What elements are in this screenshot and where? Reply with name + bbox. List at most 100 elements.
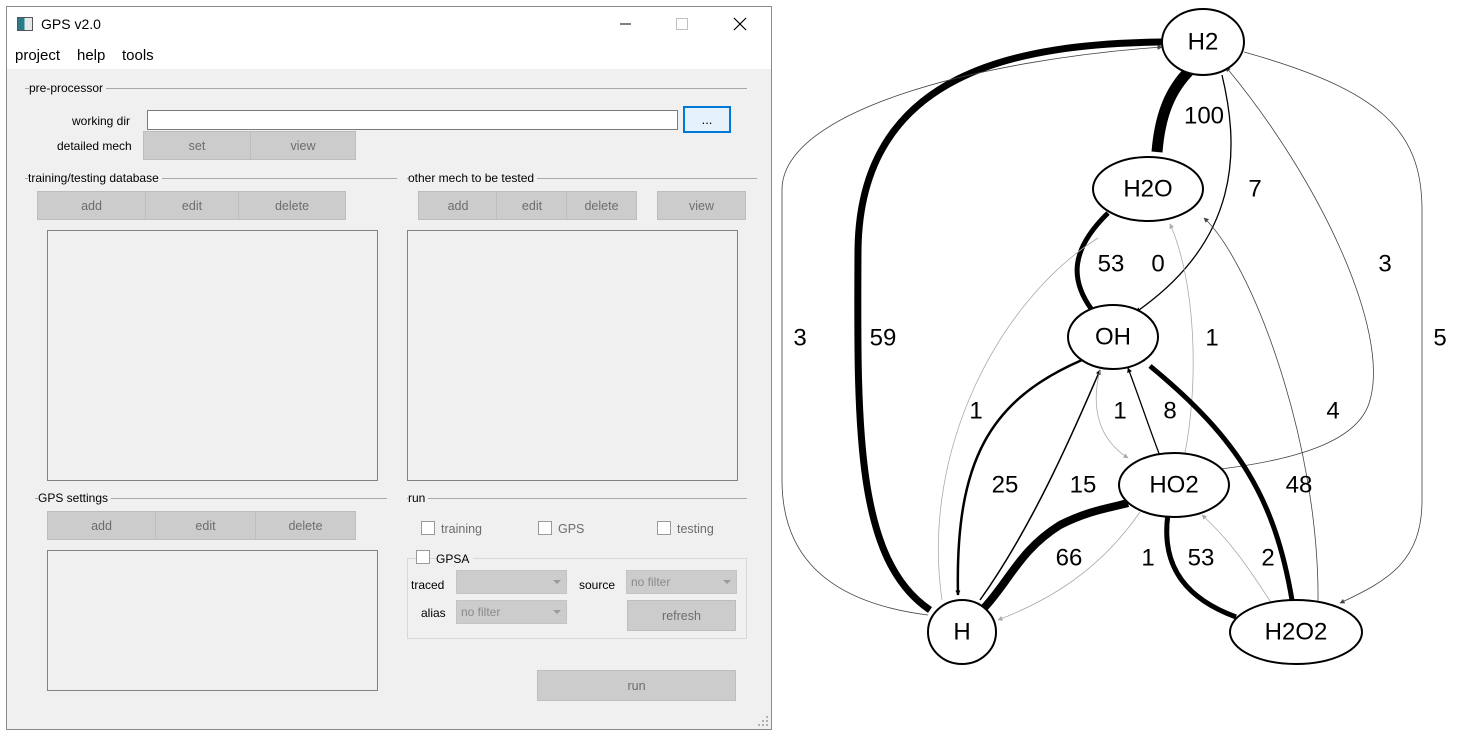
edge-h2-h	[854, 38, 1163, 613]
other-mech-view-button[interactable]: view	[657, 191, 746, 220]
run-button[interactable]: run	[537, 670, 736, 701]
edge-label-h2-oh: 7	[1248, 176, 1261, 203]
reaction-path-graph: H2 H2O OH HO2 H H2O2 100 59 7 3 5 3 53 0…	[781, 8, 1447, 665]
edge-h2o2-oh	[1148, 364, 1295, 601]
chevron-down-icon	[723, 580, 731, 584]
pre-processor-divider	[25, 88, 747, 89]
other-mech-list[interactable]	[407, 230, 738, 481]
pre-processor-title: pre-processor	[29, 81, 107, 95]
title-bar[interactable]: GPS v2.0	[7, 7, 771, 41]
edge-label-ho2-h2o: 1	[1205, 325, 1218, 352]
menu-project[interactable]: project	[15, 47, 61, 64]
edge-label-oh-h: 25	[992, 472, 1019, 499]
minimize-icon	[620, 23, 631, 25]
edge-label-h2-h2o2: 5	[1433, 325, 1446, 352]
gpsa-checkbox[interactable]	[416, 550, 430, 564]
edge-label-h-oh: 0	[1151, 251, 1164, 278]
set-mech-button[interactable]: set	[143, 131, 251, 160]
gpsa-label: GPSA	[436, 552, 474, 566]
edge-label-ho2-h2o2: 53	[1188, 545, 1215, 572]
edge-ho2-h	[997, 511, 1141, 621]
node-ho2-label: HO2	[1149, 472, 1198, 499]
gps-settings-divider	[35, 498, 387, 499]
training-db-list[interactable]	[47, 230, 378, 481]
edge-h2o2-h2o	[1203, 217, 1319, 605]
training-checkbox[interactable]	[421, 521, 435, 535]
testing-checkbox[interactable]	[657, 521, 671, 535]
working-dir-label: working dir	[72, 114, 131, 128]
edge-label-ho2-oh: 8	[1163, 398, 1176, 425]
view-mech-button[interactable]: view	[250, 131, 356, 160]
gps-settings-delete-button[interactable]: delete	[255, 511, 356, 540]
edge-oh-ho2	[1095, 369, 1129, 459]
edge-label-h-oh-15: 15	[1070, 472, 1097, 499]
node-h2: H2	[1161, 8, 1245, 76]
other-mech-add-button[interactable]: add	[418, 191, 498, 220]
menu-tools[interactable]: tools	[122, 47, 154, 64]
resize-grip-icon[interactable]	[757, 715, 769, 727]
edge-ho2-h2o	[1169, 223, 1194, 459]
run-title: run	[408, 491, 429, 505]
traced-select[interactable]	[456, 570, 567, 594]
gps-settings-list[interactable]	[47, 550, 378, 691]
edge-ho2-h2	[1211, 66, 1374, 471]
other-mech-edit-button[interactable]: edit	[496, 191, 568, 220]
app-icon	[17, 17, 33, 31]
node-oh: OH	[1067, 304, 1159, 370]
training-add-button[interactable]: add	[37, 191, 146, 220]
edge-label-ho2-h2: 3	[1378, 251, 1391, 278]
edge-oh-h	[955, 358, 1083, 596]
chevron-down-icon	[553, 610, 561, 614]
close-icon	[733, 17, 747, 31]
other-mech-delete-button[interactable]: delete	[566, 191, 637, 220]
window-title: GPS v2.0	[41, 16, 101, 32]
edge-h2o2-ho2	[1201, 514, 1273, 605]
refresh-button[interactable]: refresh	[627, 600, 736, 631]
node-h2-label: H2	[1188, 29, 1219, 56]
edge-h2-h2o2	[1243, 51, 1423, 604]
edge-h2-oh	[1135, 74, 1232, 313]
edge-h-h2	[781, 44, 1163, 616]
menu-help[interactable]: help	[77, 47, 106, 64]
other-mech-divider	[407, 178, 757, 179]
source-label: source	[579, 578, 616, 592]
gps-window: GPS v2.0 project help tools pre-processo…	[6, 6, 772, 730]
edge-label-ho2-h: 1	[1141, 545, 1154, 572]
detailed-mech-label: detailed mech	[57, 139, 132, 153]
edge-ho2-oh	[1127, 367, 1161, 457]
browse-button[interactable]: ...	[683, 106, 731, 133]
traced-label: traced	[411, 578, 445, 592]
gps-settings-edit-button[interactable]: edit	[155, 511, 256, 540]
edge-label-h2-h: 59	[870, 325, 897, 352]
training-checkbox-label: training	[441, 522, 482, 536]
node-h-label: H	[953, 619, 970, 646]
source-value: no filter	[631, 575, 671, 589]
working-dir-input[interactable]	[147, 110, 678, 130]
close-button[interactable]	[717, 7, 763, 41]
training-db-divider	[25, 178, 397, 179]
edge-label-oh-h-1: 1	[969, 398, 982, 425]
edge-label-oh-ho2: 1	[1113, 398, 1126, 425]
gpsa-group	[407, 558, 747, 639]
node-h2o: H2O	[1092, 156, 1204, 222]
node-h: H	[927, 599, 997, 665]
training-edit-button[interactable]: edit	[145, 191, 239, 220]
training-delete-button[interactable]: delete	[238, 191, 346, 220]
maximize-button[interactable]	[659, 7, 705, 41]
alias-select[interactable]: no filter	[456, 600, 567, 624]
menu-bar	[7, 41, 771, 69]
edge-h2-h2o	[1151, 66, 1194, 153]
node-h2o2: H2O2	[1229, 599, 1363, 665]
training-db-title: training/testing database	[28, 171, 162, 185]
edge-label-h2o2-h2o: 4	[1326, 398, 1339, 425]
node-ho2: HO2	[1118, 452, 1230, 518]
alias-value: no filter	[461, 605, 501, 619]
minimize-button[interactable]	[603, 7, 649, 41]
edge-label-h2o2-oh: 48	[1286, 472, 1313, 499]
gps-settings-add-button[interactable]: add	[47, 511, 156, 540]
edge-h-ho2	[981, 499, 1130, 611]
gps-checkbox[interactable]	[538, 521, 552, 535]
source-select[interactable]: no filter	[626, 570, 737, 594]
node-h2o-label: H2O	[1123, 176, 1172, 203]
edge-ho2-h2o2	[1164, 513, 1237, 620]
